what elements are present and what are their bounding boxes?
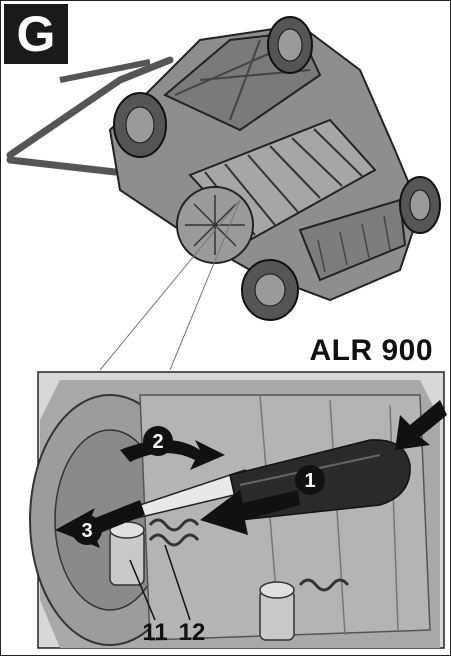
svg-text:3: 3 — [81, 520, 92, 542]
push-arrow-right — [395, 400, 447, 450]
spring-part — [148, 518, 200, 547]
svg-text:1: 1 — [304, 470, 315, 492]
wheel — [113, 92, 167, 158]
callout-11: 11 — [142, 619, 167, 646]
callout-leader-12 — [164, 544, 191, 621]
step-1-marker: 1 — [295, 465, 325, 495]
step-2-marker: 2 — [143, 426, 173, 456]
step-3-marker: 3 — [72, 515, 102, 545]
wheel — [399, 176, 441, 234]
bolt-part — [259, 578, 350, 641]
bolt-part — [109, 521, 145, 586]
figure-badge: G — [4, 4, 68, 64]
callout-12: 12 — [179, 619, 206, 646]
svg-text:2: 2 — [152, 431, 163, 453]
detail-inset — [29, 371, 447, 649]
machine-illustration — [6, 16, 441, 371]
wheel — [241, 259, 299, 321]
model-label: ALR 900 — [309, 334, 433, 367]
push-arrow-left — [200, 490, 300, 535]
callout-leader-11 — [129, 559, 156, 621]
wheel — [267, 16, 313, 74]
